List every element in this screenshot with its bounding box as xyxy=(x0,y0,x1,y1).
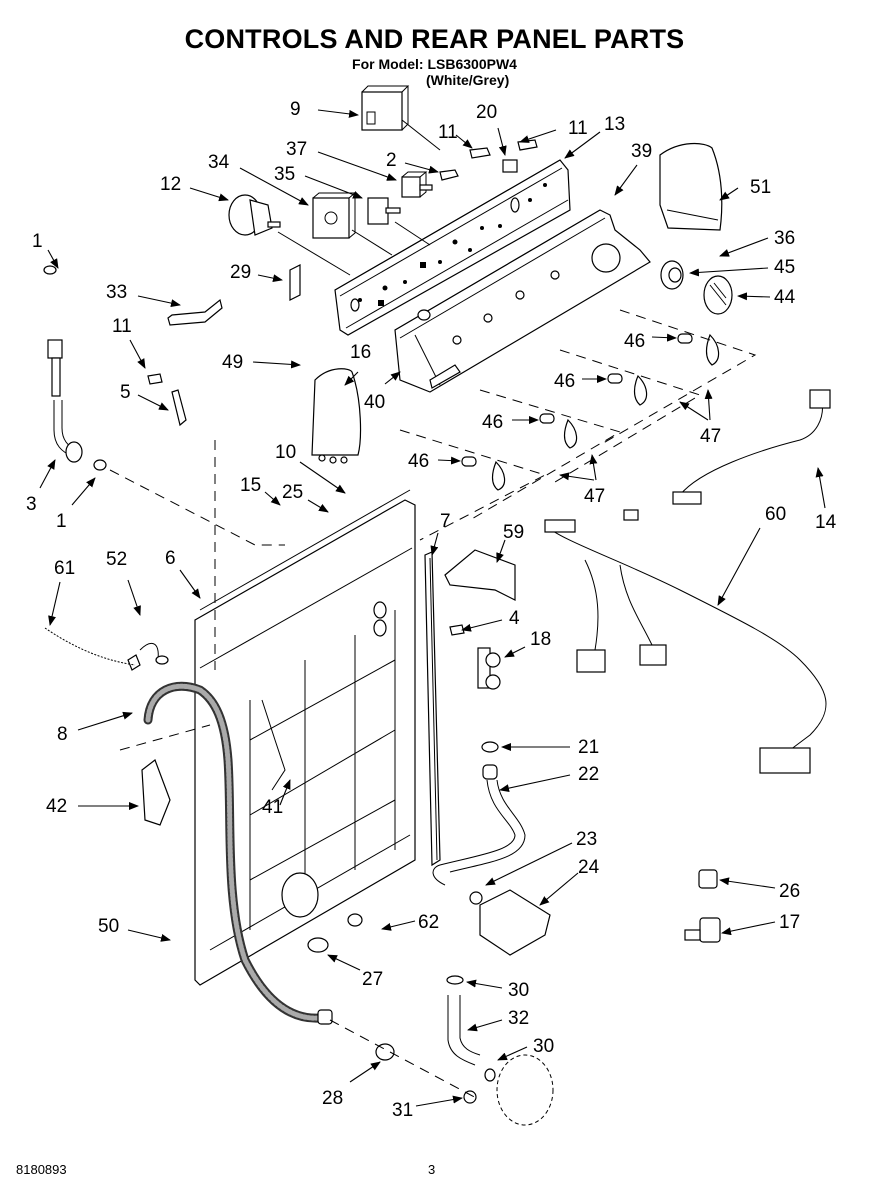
callout-27: 27 xyxy=(362,969,383,990)
callout-14: 14 xyxy=(815,512,837,533)
callout-47: 47 xyxy=(700,426,721,447)
assembly-line xyxy=(329,1019,481,1101)
callout-31: 31 xyxy=(392,1100,413,1121)
callout-1: 1 xyxy=(32,231,43,252)
callout-61: 61 xyxy=(54,558,75,579)
callout-46: 46 xyxy=(554,371,575,392)
misc-lower-parts xyxy=(307,913,363,953)
pump-part-17 xyxy=(684,869,721,943)
callout-11: 11 xyxy=(568,118,588,139)
callout-50: 50 xyxy=(98,916,119,937)
fill-hose-part-22 xyxy=(432,741,526,886)
callout-45: 45 xyxy=(774,257,795,278)
callout-52: 52 xyxy=(106,549,127,570)
callout-34: 34 xyxy=(208,152,230,173)
callout-2: 2 xyxy=(386,150,397,171)
callout-4: 4 xyxy=(509,608,520,629)
callout-11: 11 xyxy=(112,316,132,337)
knob-part-44 xyxy=(660,260,733,315)
callout-16: 16 xyxy=(350,342,371,363)
callout-46: 46 xyxy=(482,412,503,433)
callout-39: 39 xyxy=(631,141,652,162)
callout-37: 37 xyxy=(286,139,307,160)
callout-46: 46 xyxy=(624,331,645,352)
callout-42: 42 xyxy=(46,796,67,817)
callout-17: 17 xyxy=(779,912,800,933)
callout-11: 11 xyxy=(438,122,458,143)
rear-panel xyxy=(194,489,416,986)
callout-22: 22 xyxy=(578,764,599,785)
callout-24: 24 xyxy=(578,857,600,878)
end-cap-part-51 xyxy=(659,143,723,231)
callout-41: 41 xyxy=(262,797,283,818)
callout-30: 30 xyxy=(508,980,529,1001)
misc-left-parts xyxy=(44,627,286,826)
dispenser-part-24 xyxy=(469,889,551,956)
callout-62: 62 xyxy=(418,912,439,933)
bracket-part-33 xyxy=(167,298,223,326)
page-number: 3 xyxy=(428,1162,436,1177)
end-cap-part-16 xyxy=(311,368,362,464)
callout-6: 6 xyxy=(165,548,176,569)
console-back-panel xyxy=(394,209,651,393)
switch-part-34 xyxy=(312,192,393,256)
callout-15: 15 xyxy=(240,475,261,496)
leader-lines xyxy=(39,109,826,1107)
callout-20: 20 xyxy=(476,102,497,123)
callout-12: 12 xyxy=(160,174,181,195)
callout-59: 59 xyxy=(503,522,524,543)
callout-36: 36 xyxy=(774,228,795,249)
hardware-screws xyxy=(289,139,538,301)
callout-25: 25 xyxy=(282,482,303,503)
callout-47: 47 xyxy=(584,486,605,507)
callout-18: 18 xyxy=(530,629,551,650)
callout-26: 26 xyxy=(779,881,800,902)
callout-49: 49 xyxy=(222,352,243,373)
callout-33: 33 xyxy=(106,282,127,303)
inlet-hose-part-3 xyxy=(43,265,107,471)
bracket-part-5 xyxy=(147,373,187,427)
drain-hose-part-8 xyxy=(143,681,333,1025)
timer-part-9 xyxy=(361,85,441,151)
console-control-panel xyxy=(334,159,571,336)
assembly-line xyxy=(109,469,285,546)
wire-harness-part-60 xyxy=(544,389,831,774)
callout-5: 5 xyxy=(120,382,131,403)
callout-3: 3 xyxy=(26,494,37,515)
callout-46: 46 xyxy=(408,451,429,472)
switch-part-37 xyxy=(401,171,433,198)
callout-13: 13 xyxy=(604,114,625,135)
page-title: CONTROLS AND REAR PANEL PARTS xyxy=(184,24,685,54)
assembly-line xyxy=(119,724,211,751)
callout-60: 60 xyxy=(765,504,786,525)
model-line: For Model: LSB6300PW4 xyxy=(352,56,517,72)
document-number: 8180893 xyxy=(16,1162,67,1177)
knob-group xyxy=(399,309,757,541)
color-line: (White/Grey) xyxy=(426,72,510,88)
callout-7: 7 xyxy=(440,511,451,532)
callout-32: 32 xyxy=(508,1008,529,1029)
seal-strip-part-7 xyxy=(424,551,441,867)
callout-8: 8 xyxy=(57,724,68,745)
callout-9: 9 xyxy=(290,99,301,120)
callout-1: 1 xyxy=(56,511,67,532)
callout-30: 30 xyxy=(533,1036,554,1057)
callout-21: 21 xyxy=(578,737,599,758)
callout-23: 23 xyxy=(576,829,597,850)
callout-29: 29 xyxy=(230,262,251,283)
switch-part-35 xyxy=(367,197,431,246)
callout-28: 28 xyxy=(322,1088,343,1109)
callout-35: 35 xyxy=(274,164,295,185)
valve-part-18 xyxy=(444,549,516,690)
callout-44: 44 xyxy=(774,287,796,308)
callout-40: 40 xyxy=(364,392,385,413)
callout-51: 51 xyxy=(750,177,771,198)
pressure-switch-part-12 xyxy=(228,194,351,276)
callout-10: 10 xyxy=(275,442,296,463)
callout-labels: 9 20 11 11 13 37 2 39 34 35 12 51 1 36 2… xyxy=(26,99,837,1121)
pump-hose-part-32 xyxy=(375,975,554,1126)
